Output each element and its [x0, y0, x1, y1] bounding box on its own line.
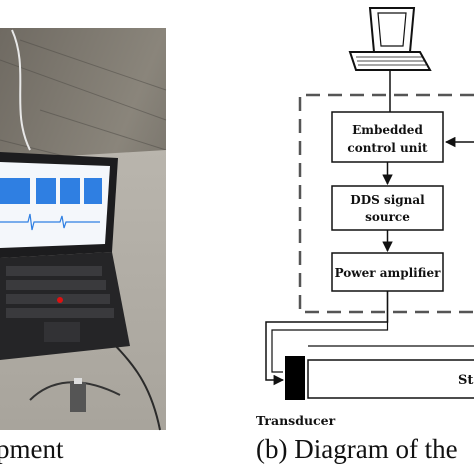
photo-transducer [70, 382, 86, 412]
transducer-label: Transducer [256, 413, 336, 428]
transducer-block [285, 356, 305, 400]
equipment-photo [0, 28, 167, 431]
amplifier-return-line [271, 291, 389, 373]
photo-caption: pment [0, 434, 64, 464]
diagram-caption: (b) Diagram of the [256, 434, 458, 464]
dds-line1: DDS signal [350, 193, 425, 207]
structure-label: St [458, 373, 473, 388]
embedded-control-block [331, 111, 444, 163]
laptop-icon [348, 7, 432, 71]
system-diagram: Embedded control unit DDS signal source … [256, 7, 474, 428]
structure-bar [307, 359, 474, 399]
laptop-display [0, 162, 110, 248]
dds-block [331, 185, 444, 231]
power-amplifier-label: Power amplifier [335, 266, 442, 280]
laptop-in-photo [0, 152, 130, 360]
embedded-control-line1: Embedded [352, 123, 423, 137]
embedded-control-line2: control unit [347, 141, 428, 155]
power-amplifier-block [331, 252, 444, 292]
dds-line2: source [365, 210, 410, 224]
